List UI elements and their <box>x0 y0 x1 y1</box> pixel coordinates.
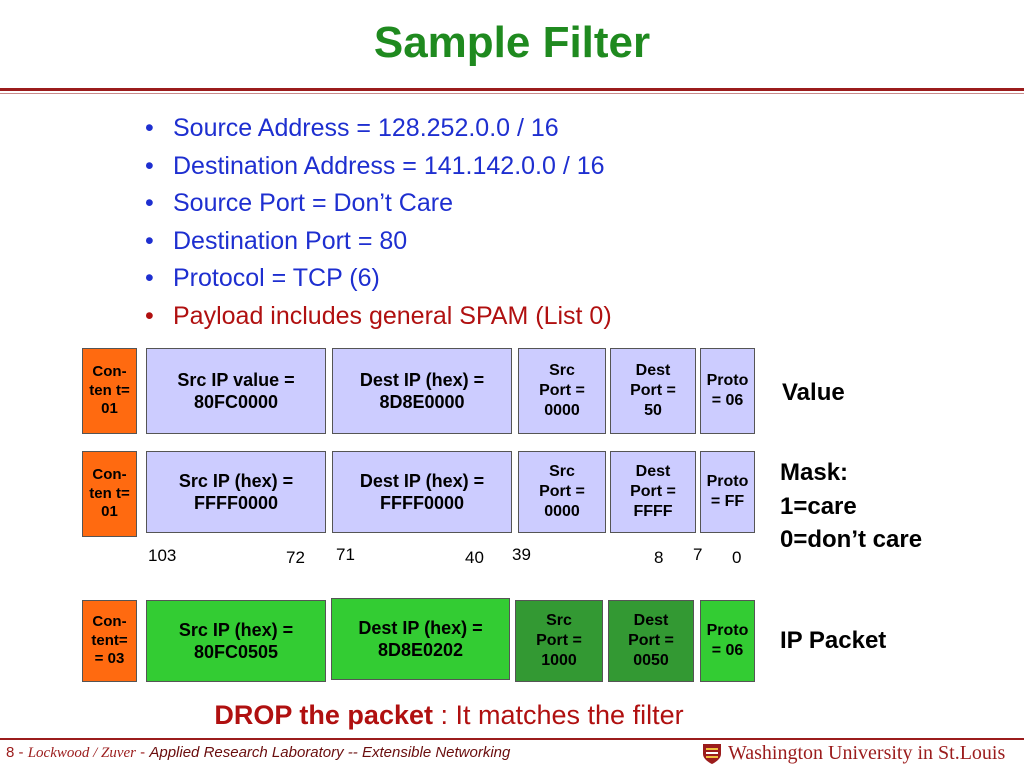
mask-row-label: Mask: 1=care 0=don’t care <box>780 459 923 554</box>
title-divider-thin <box>0 93 1024 94</box>
mask-dest-ip-box: Dest IP (hex) = FFFF0000 <box>332 451 512 533</box>
university-name: Washington University in St.Louis <box>728 742 1006 764</box>
value-src-port-box: Src Port = 0000 <box>518 348 606 434</box>
value-content-box: Con- ten t= 01 <box>82 348 137 434</box>
bit-number-72: 72 <box>286 548 305 567</box>
mask-dest-port-box: Dest Port = FFFF <box>610 451 696 533</box>
bullet-payload: •Payload includes general SPAM (List 0) <box>145 301 612 330</box>
packet-src-ip-box: Src IP (hex) = 80FC0505 <box>146 600 326 682</box>
title-divider <box>0 88 1024 91</box>
mask-src-port-box: Src Port = 0000 <box>518 451 606 533</box>
bit-number-39: 39 <box>512 545 531 564</box>
slide-title: Sample Filter <box>373 18 651 67</box>
bit-number-40: 40 <box>465 548 484 567</box>
bullet-source-address: •Source Address = 128.252.0.0 / 16 <box>145 114 559 142</box>
footer-authors: Lockwood / Zuver <box>27 745 137 761</box>
footer-credits: 8 - Lockwood / Zuver - Applied Research … <box>6 744 510 762</box>
footer-separator: - <box>136 744 150 761</box>
packet-row-label: IP Packet <box>780 627 887 654</box>
bullet-source-port: •Source Port = Don’t Care <box>145 189 453 217</box>
footer-divider <box>0 738 1024 740</box>
value-src-ip-box: Src IP value = 80FC0000 <box>146 348 326 434</box>
value-dest-ip-box: Dest IP (hex) = 8D8E0000 <box>332 348 512 434</box>
value-row-label: Value <box>782 379 845 406</box>
bullet-destination-port: •Destination Port = 80 <box>145 226 408 255</box>
packet-proto-box: Proto = 06 <box>700 600 755 682</box>
value-proto-box: Proto = 06 <box>700 348 755 434</box>
packet-content-box: Con- tent= = 03 <box>82 600 137 682</box>
university-logo: Washington University in St.Louis <box>702 742 1005 765</box>
bullet-protocol: •Protocol = TCP (6) <box>145 264 380 292</box>
bit-number-103: 103 <box>148 546 177 565</box>
bit-number-7: 7 <box>693 545 703 564</box>
mask-content-box: Con- ten t= 01 <box>82 451 137 537</box>
value-dest-port-box: Dest Port = 50 <box>610 348 696 434</box>
bit-number-71: 71 <box>336 545 355 564</box>
packet-dest-ip-box: Dest IP (hex) = 8D8E0202 <box>331 598 510 680</box>
footer-lab-name: Applied Research Laboratory -- Extensibl… <box>149 744 511 761</box>
bit-number-8: 8 <box>654 548 664 567</box>
bullet-destination-address: •Destination Address = 141.142.0.0 / 16 <box>145 151 605 180</box>
packet-src-port-box: Src Port = 1000 <box>515 600 603 682</box>
mask-proto-box: Proto = FF <box>700 451 755 533</box>
filter-criteria-list: •Source Address = 128.252.0.0 / 16 •Dest… <box>145 110 612 335</box>
bit-number-0: 0 <box>732 548 742 567</box>
shield-icon <box>703 743 721 764</box>
slide-number: 8 - <box>6 744 28 761</box>
packet-dest-port-box: Dest Port = 0050 <box>608 600 694 682</box>
conclusion-text: DROP the packet : It matches the filter <box>214 700 684 730</box>
mask-src-ip-box: Src IP (hex) = FFFF0000 <box>146 451 326 533</box>
